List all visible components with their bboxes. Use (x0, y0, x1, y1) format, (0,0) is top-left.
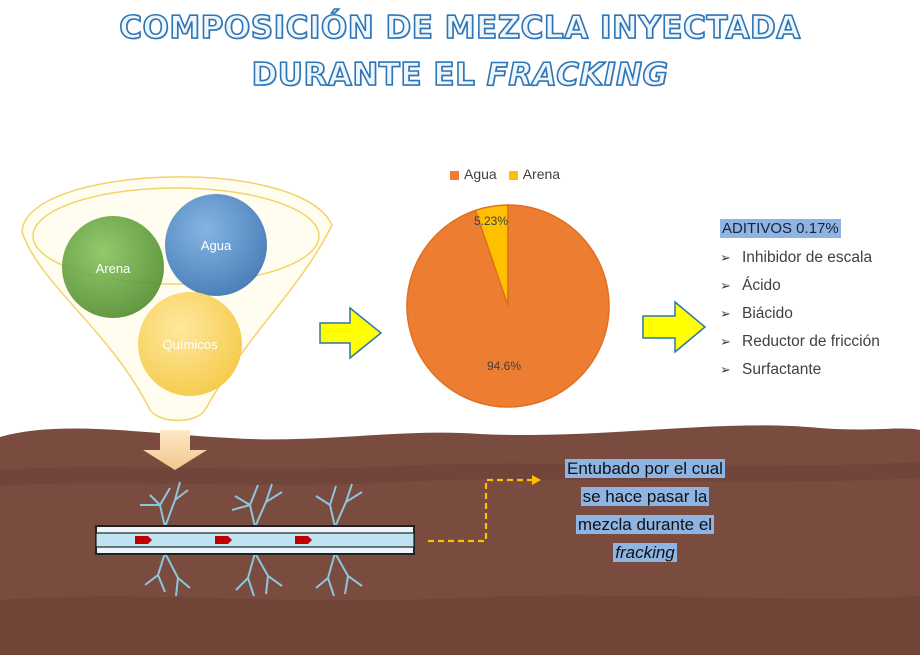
aditivo-label: Surfactante (742, 361, 822, 378)
arrow-bullet-icon: ➢ (720, 278, 731, 293)
title-prefix: DURANTE EL (251, 56, 487, 94)
legend-label-agua: Agua (464, 166, 497, 182)
aditivos-list: ➢ Inhibidor de escala ➢ Ácido ➢ Biácido ➢ Re… (720, 244, 920, 384)
list-item: ➢ Biácido (720, 300, 920, 328)
aditivos-box: ADITIVOS 0.17% ➢ Inhibidor de escala ➢ Áci… (720, 219, 920, 384)
flow-marker-3 (295, 536, 312, 544)
list-item: ➢ Surfactante (720, 356, 920, 384)
entubado-label: Entubado por el cual se hace pasar la me… (545, 455, 745, 567)
flow-marker-1 (135, 536, 152, 544)
aditivo-label: Ácido (742, 277, 781, 294)
quimicos-label: Químicos (163, 337, 218, 352)
flow-marker-2 (215, 536, 232, 544)
pie-slice-agua (406, 204, 610, 408)
page-title-line-1: COMPOSICIÓN DE MEZCLA INYECTADA (118, 9, 801, 47)
dashed-connector (428, 478, 532, 543)
pie-label-arena: 5.23% (474, 214, 509, 228)
list-item: ➢ Reductor de fricción (720, 328, 920, 356)
entubado-line-4: fracking (613, 543, 677, 562)
pie-label-agua: 94.6% (487, 359, 522, 373)
page-title-line-2: DURANTE EL FRACKING (0, 56, 920, 94)
fracture-lines (140, 481, 363, 597)
entubado-line-3: mezcla durante el (575, 515, 715, 534)
arrow-bullet-icon: ➢ (720, 334, 731, 349)
pie-chart (406, 204, 610, 408)
arena-circle (62, 216, 164, 318)
down-arrow-icon (143, 430, 207, 470)
aditivo-label: Biácido (742, 305, 793, 322)
pipe-inner (95, 532, 415, 548)
list-item: ➢ Ácido (720, 272, 920, 300)
aditivo-label: Reductor de fricción (742, 333, 880, 350)
right-arrow-icon-2 (642, 300, 707, 354)
agua-label: Agua (201, 238, 232, 253)
aditivos-title: ADITIVOS 0.17% (720, 219, 841, 238)
arrow-bullet-icon: ➢ (720, 306, 731, 321)
legend-label-arena: Arena (522, 166, 561, 182)
legend-item-agua: Agua (450, 166, 497, 182)
arrow-bullet-icon: ➢ (720, 250, 731, 265)
entubado-line-2: se hace pasar la (580, 487, 710, 506)
pie-legend: Agua Arena (450, 166, 560, 182)
list-item: ➢ Inhibidor de escala (720, 244, 920, 272)
arena-label: Arena (96, 261, 131, 276)
right-arrow-icon-1 (319, 306, 383, 360)
agua-circle (165, 194, 267, 296)
entubado-line-1: Entubado por el cual (565, 459, 725, 478)
connector-arrowhead-icon (532, 475, 541, 485)
funnel-rim (32, 187, 320, 285)
title-italic: FRACKING (486, 56, 669, 94)
quimicos-circle (138, 292, 242, 396)
arrow-bullet-icon: ➢ (720, 362, 731, 377)
legend-item-arena: Arena (508, 166, 561, 182)
aditivo-label: Inhibidor de escala (742, 249, 873, 266)
ground-bottom (0, 595, 920, 655)
